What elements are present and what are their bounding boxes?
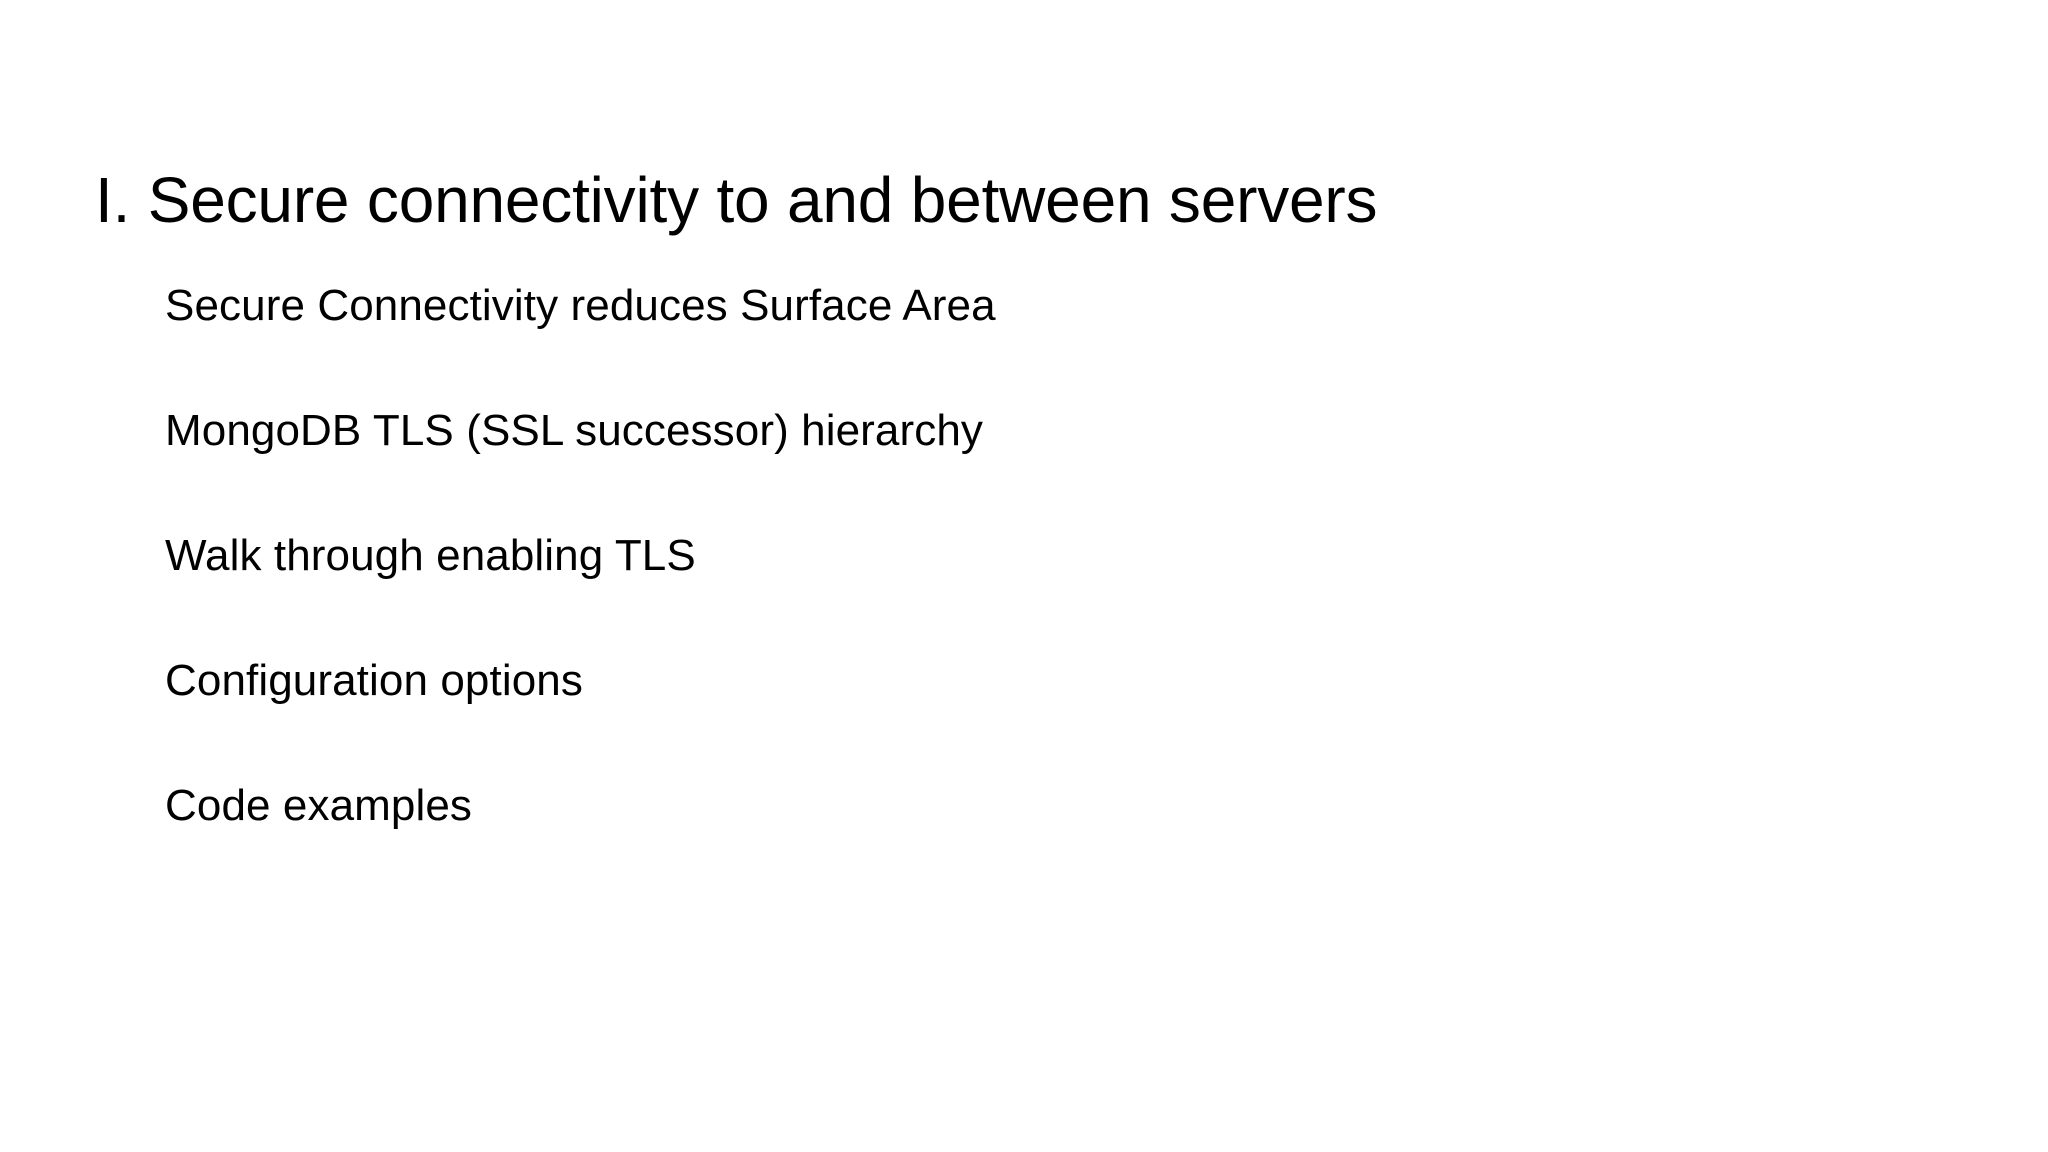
list-item: Walk through enabling TLS [165,531,696,580]
list-item: MongoDB TLS (SSL successor) hierarchy [165,406,984,455]
list-item: Configuration options [165,656,583,705]
list-item: Code examples [165,781,473,830]
page-title: I. Secure connectivity to and between se… [95,163,1378,236]
bullet-list: Secure Connectivity reduces Surface Area… [165,284,1865,828]
list-item: Secure Connectivity reduces Surface Area [165,281,996,330]
